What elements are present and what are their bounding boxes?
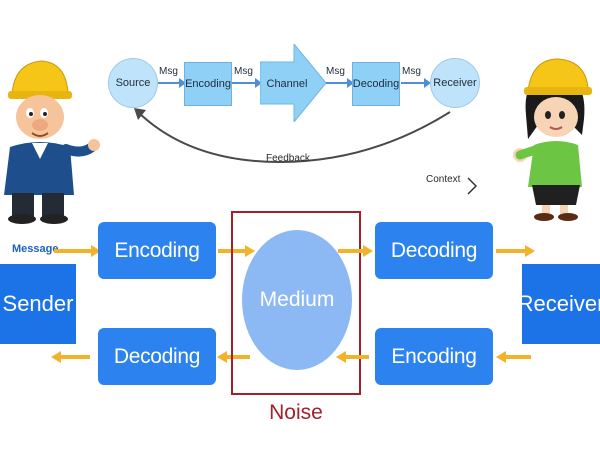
arrow-to-sender [51, 351, 90, 363]
flow-arrow-2 [232, 78, 262, 88]
channel-arrow-shape [260, 44, 326, 122]
sender-label: Sender [2, 291, 74, 316]
encoding-box-top: Encoding [98, 222, 216, 279]
flow-arrow-4 [401, 78, 431, 88]
receiver-node-label: Receiver [433, 77, 477, 89]
source-node: Source [108, 58, 158, 108]
encoding-node: Encoding [184, 62, 232, 106]
flow-arrow-3 [326, 78, 354, 88]
arrow-to-medium-bottom [336, 351, 369, 363]
noise-label: Noise [269, 401, 323, 424]
msg-label-1: Msg [159, 66, 178, 77]
sender-box: Sender [0, 264, 76, 344]
encoding-label: Encoding [185, 78, 231, 90]
decoding-node: Decoding [352, 62, 400, 106]
noise-frame [231, 211, 361, 395]
source-label: Source [115, 77, 151, 89]
medium-ellipse: Medium [242, 230, 352, 370]
message-label: Message [12, 243, 59, 255]
context-bracket [467, 177, 477, 195]
medium-label: Medium [259, 288, 335, 311]
arrow-from-medium-top [338, 245, 373, 257]
channel-label: Channel [266, 78, 308, 90]
encoding-top-label: Encoding [114, 238, 200, 262]
encoding-box-bottom: Encoding [375, 328, 493, 385]
decoding-bottom-label: Decoding [113, 344, 201, 368]
context-label: Context [426, 174, 461, 185]
arrow-from-medium-bottom [217, 351, 250, 363]
msg-label-3: Msg [326, 66, 345, 77]
receiver-character-illustration [513, 58, 592, 221]
receiver-box: Receiver [518, 264, 600, 344]
decoding-label: Decoding [352, 78, 400, 90]
feedback-arrow [134, 108, 451, 164]
sender-character-illustration [4, 60, 100, 224]
decoding-box-top: Decoding [375, 222, 493, 279]
decoding-top-label: Decoding [390, 238, 478, 262]
msg-label-2: Msg [234, 66, 253, 77]
feedback-label: Feedback [266, 153, 310, 164]
arrow-from-receiver [496, 351, 531, 363]
decoding-box-bottom: Decoding [98, 328, 216, 385]
encoding-bottom-label: Encoding [391, 344, 477, 368]
receiver-label: Receiver [517, 291, 600, 316]
receiver-node: Receiver [430, 58, 480, 108]
flow-arrow-1 [158, 78, 186, 88]
arrow-to-receiver [496, 245, 535, 257]
msg-label-4: Msg [402, 66, 421, 77]
message-arrow [54, 245, 101, 257]
